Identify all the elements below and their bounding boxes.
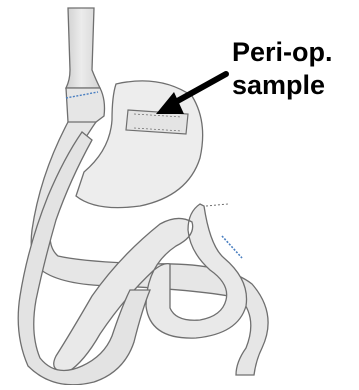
label-line-2: sample (232, 69, 333, 102)
esophagus (66, 8, 100, 88)
suture-stump (206, 204, 228, 206)
gastric-pouch (66, 88, 105, 124)
peri-op-sample-label: Peri-op. sample (232, 36, 333, 102)
label-line-1: Peri-op. (232, 36, 333, 69)
suture-anastomosis-lower (222, 236, 242, 258)
